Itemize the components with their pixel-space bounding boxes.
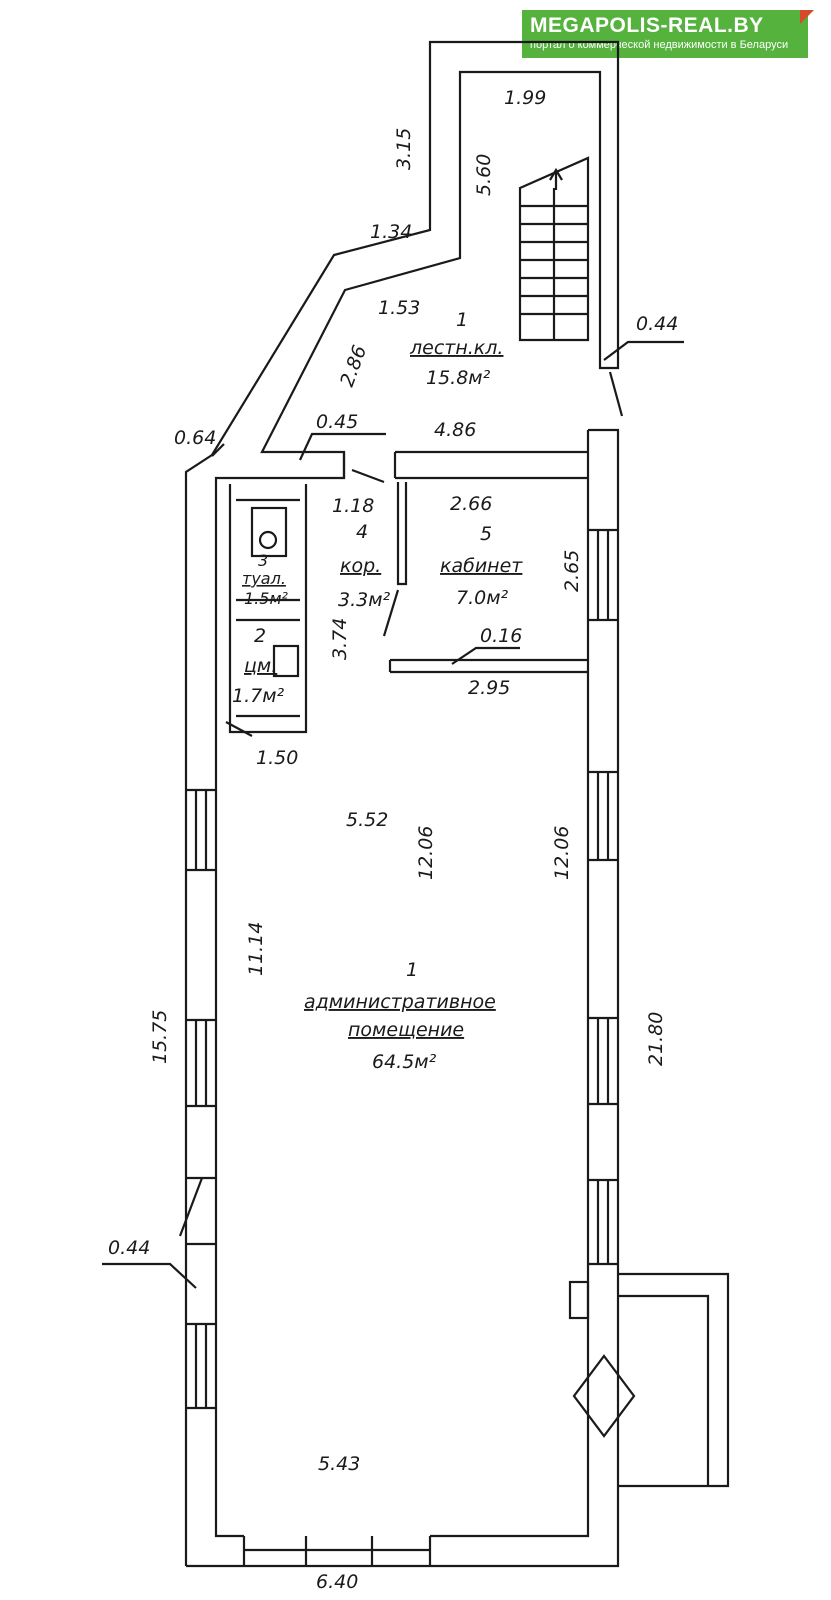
dim-118: 1.18 (332, 495, 374, 517)
janitor-area: 1.7м² (232, 685, 285, 707)
leader-064 (211, 443, 225, 457)
dim-044-top: 0.44 (636, 313, 678, 335)
dim-266: 2.66 (450, 493, 492, 515)
leader-150 (225, 721, 253, 737)
dim-315: 3.15 (393, 128, 415, 170)
toilet-area: 1.5м² (244, 589, 289, 608)
inner-wall-right (430, 430, 590, 1538)
dim-543: 5.43 (318, 1453, 360, 1475)
dim-265: 2.65 (561, 550, 583, 592)
partition-wall (393, 450, 588, 480)
office-lower-wall (388, 658, 588, 674)
dim-045: 0.45 (316, 411, 358, 433)
office-number: 5 (480, 523, 492, 545)
leader-118 (351, 468, 385, 484)
janitor-number: 2 (254, 625, 266, 647)
window-left-3 (186, 1322, 216, 1410)
leader-374 (382, 589, 400, 637)
stair-arrow (549, 167, 563, 190)
dim-552: 5.52 (346, 809, 388, 831)
dim-134: 1.34 (370, 221, 412, 243)
dim-374: 3.74 (329, 618, 351, 660)
leader-045 (299, 432, 386, 461)
corridor-name: кор. (340, 555, 381, 577)
wc-block (228, 484, 308, 734)
dim-286: 2.86 (336, 342, 371, 389)
dim-016: 0.16 (480, 625, 522, 647)
window-bottom (242, 1536, 432, 1566)
stair-number: 1 (456, 309, 468, 331)
toilet-number: 3 (258, 551, 268, 570)
window-right-4 (588, 1178, 618, 1266)
window-left-1 (186, 788, 216, 872)
corridor-number: 4 (356, 521, 368, 543)
outer-wall-right (186, 428, 620, 1568)
admin-name-line2: помещение (348, 1019, 464, 1041)
dim-1206-right: 12.06 (551, 826, 573, 880)
dim-1114: 11.14 (245, 922, 267, 976)
banner-corner-fold (800, 10, 814, 24)
leader-044-left (102, 1177, 204, 1289)
stair-name: лестн.кл. (409, 337, 503, 359)
leader-044-top (603, 340, 684, 417)
office-partition (396, 482, 408, 586)
janitor-name: цм. (244, 655, 277, 677)
office-area: 7.0м² (456, 587, 509, 609)
dim-150: 1.50 (256, 747, 298, 769)
window-right-2 (588, 770, 618, 862)
dim-199: 1.99 (504, 87, 546, 109)
dim-153: 1.53 (378, 297, 420, 319)
entrance-step (568, 1280, 590, 1320)
dim-1575: 15.75 (149, 1010, 171, 1064)
toilet-fixture (250, 506, 288, 558)
site-brand: MEGAPOLIS-REAL.BY (530, 14, 764, 37)
dim-2180: 21.80 (645, 1012, 667, 1066)
leader-016 (451, 646, 520, 665)
toilet-bowl (258, 530, 278, 550)
window-left-2 (186, 1018, 216, 1108)
entrance-porch (618, 1272, 730, 1488)
dim-044-left: 0.44 (108, 1237, 150, 1259)
window-right-3 (588, 1016, 618, 1106)
entrance-door (572, 1354, 636, 1438)
admin-number: 1 (406, 959, 418, 981)
dim-640: 6.40 (316, 1571, 358, 1593)
dim-560: 5.60 (473, 154, 495, 196)
stair-area: 15.8м² (426, 367, 491, 389)
toilet-name: туал. (242, 569, 286, 588)
dim-064: 0.64 (174, 427, 216, 449)
corridor-area: 3.3м² (338, 589, 391, 611)
admin-name-line1: административное (304, 991, 496, 1013)
dim-295: 2.95 (468, 677, 510, 699)
sink-fixture (272, 644, 300, 678)
window-right-1 (588, 528, 618, 622)
office-name: кабинет (440, 555, 523, 577)
dim-1206-inner: 12.06 (415, 826, 437, 880)
dim-486: 4.86 (434, 419, 476, 441)
admin-area: 64.5м² (372, 1051, 437, 1073)
stair-flight (518, 156, 590, 342)
